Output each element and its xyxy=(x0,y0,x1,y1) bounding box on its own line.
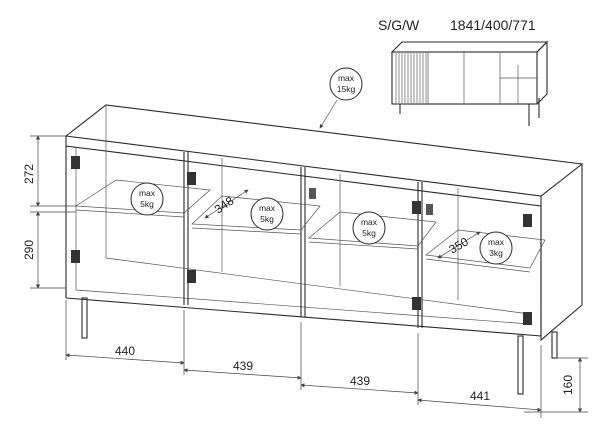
hinges xyxy=(71,156,532,325)
height-dimensions: 272 290 xyxy=(22,135,76,289)
width-label: 439 xyxy=(350,374,370,388)
product-thumbnail xyxy=(390,40,549,126)
svg-text:max: max xyxy=(338,73,355,83)
svg-text:5kg: 5kg xyxy=(362,228,376,238)
load-badge: max 5kg xyxy=(250,197,284,231)
svg-text:5kg: 5kg xyxy=(140,199,154,209)
legs xyxy=(81,297,558,395)
hinge-icon xyxy=(412,297,421,310)
svg-text:max: max xyxy=(139,188,156,198)
svg-text:max: max xyxy=(259,203,276,213)
hinge-icon xyxy=(71,250,80,263)
height-label: 290 xyxy=(22,240,36,260)
model-code-label: S/G/W xyxy=(378,17,420,33)
dimensions-code: 1841/400/771 xyxy=(450,17,536,33)
load-badge: max 5kg xyxy=(352,211,386,245)
svg-text:5kg: 5kg xyxy=(260,214,274,224)
load-badge: max 5kg xyxy=(130,182,164,216)
handle-icon xyxy=(426,204,433,215)
width-label: 440 xyxy=(115,344,135,358)
hinge-icon xyxy=(523,312,532,325)
load-badge: max 3kg xyxy=(479,231,513,265)
width-dimensions: 440 439 439 441 xyxy=(65,300,542,418)
shelf-depth-label: 350 xyxy=(447,234,472,256)
load-badge: max 15kg xyxy=(329,67,363,101)
handle-icon xyxy=(309,188,316,199)
leg-height-dimension: 160 xyxy=(524,357,588,413)
svg-text:3kg: 3kg xyxy=(489,248,503,258)
hinge-icon xyxy=(412,201,421,214)
hinge-icon xyxy=(523,214,532,227)
sideboard-body xyxy=(64,104,584,342)
leg-height-label: 160 xyxy=(561,375,575,395)
shelf-depth-dimensions: 348 350 xyxy=(204,189,481,259)
svg-text:max: max xyxy=(361,217,378,227)
svg-text:max: max xyxy=(488,237,505,247)
hinge-icon xyxy=(187,270,196,283)
height-label: 272 xyxy=(22,164,36,184)
width-label: 441 xyxy=(470,389,490,403)
hinge-icon xyxy=(187,172,196,185)
width-label: 439 xyxy=(233,359,253,373)
svg-text:15kg: 15kg xyxy=(337,84,356,94)
hinge-icon xyxy=(71,156,80,169)
